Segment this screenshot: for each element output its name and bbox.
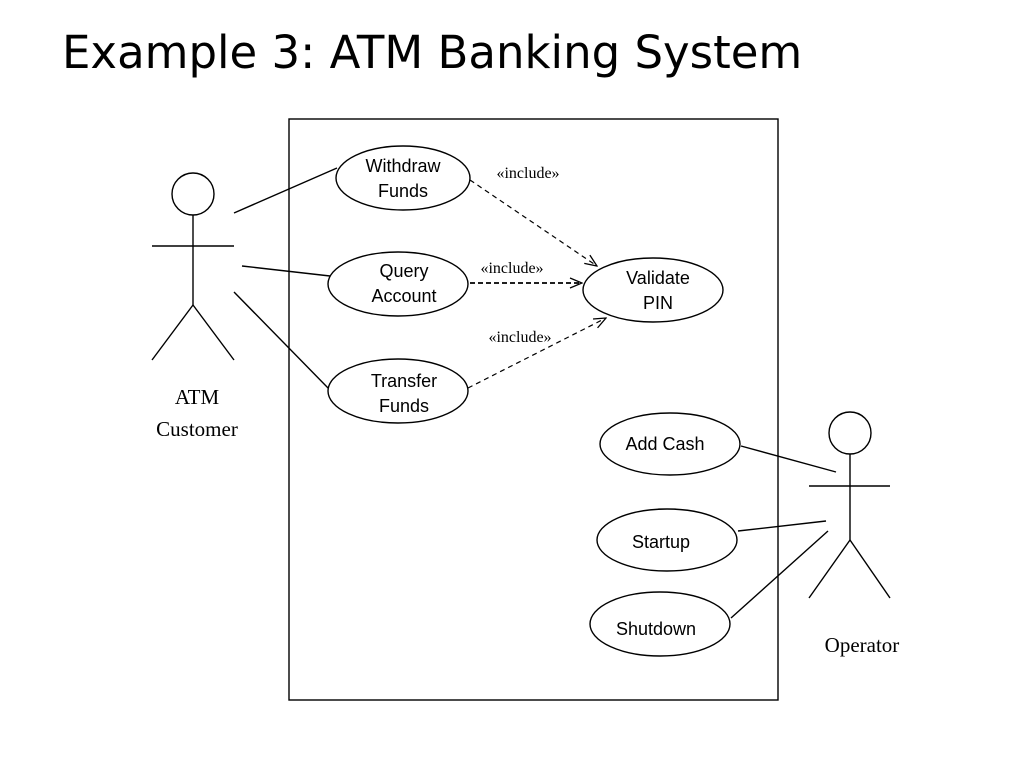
actor-left-leg	[151, 304, 194, 361]
use-case-shutdown: Shutdown	[589, 591, 731, 657]
use-case-label-line2: Account	[371, 286, 436, 306]
use-case-startup: Startup	[596, 508, 738, 572]
association-customer-transfer	[233, 291, 331, 391]
actor-right-leg	[192, 304, 235, 361]
system-boundary	[288, 118, 779, 701]
use-case-validate-pin: Validate PIN	[582, 257, 724, 323]
use-case-label-line1: Transfer	[371, 371, 437, 391]
association-operator-startup	[737, 520, 827, 532]
actor-label: Operator	[825, 633, 900, 657]
use-case-label: Shutdown	[616, 619, 696, 639]
actor-right-leg	[849, 539, 891, 599]
use-case-label: Startup	[632, 532, 690, 552]
include-label-transfer: «include»	[488, 329, 551, 346]
actor-left-leg	[808, 539, 851, 599]
actor-operator: Operator	[808, 411, 900, 657]
use-case-label-line2: PIN	[643, 293, 673, 313]
use-case-withdraw-funds: Withdraw Funds	[335, 145, 471, 211]
association-customer-withdraw	[233, 167, 338, 214]
association-operator-addcash	[740, 445, 837, 473]
use-case-label-line1: Validate	[626, 268, 690, 288]
actor-label-line1: ATM	[175, 385, 220, 409]
use-case-label: Add Cash	[625, 434, 704, 454]
use-case-label-line1: Withdraw	[365, 156, 441, 176]
include-arrow-transfer	[467, 318, 606, 389]
actor-label-line2: Customer	[156, 417, 238, 441]
slide-title: Example 3: ATM Banking System	[62, 26, 803, 79]
use-case-label-line1: Query	[379, 261, 428, 281]
use-case-label-line2: Funds	[379, 396, 429, 416]
actor-head	[171, 172, 215, 216]
actor-atm-customer: ATM Customer	[151, 172, 238, 441]
include-label-withdraw: «include»	[496, 165, 559, 182]
use-case-transfer-funds: Transfer Funds	[327, 358, 469, 424]
actor-head	[828, 411, 872, 455]
association-customer-query	[241, 265, 331, 277]
include-label-query: «include»	[480, 260, 543, 277]
association-operator-shutdown	[730, 530, 829, 619]
include-arrow-withdraw	[469, 179, 597, 266]
use-case-add-cash: Add Cash	[599, 412, 741, 476]
use-case-label-line2: Funds	[378, 181, 428, 201]
use-case-query-account: Query Account	[327, 251, 469, 317]
